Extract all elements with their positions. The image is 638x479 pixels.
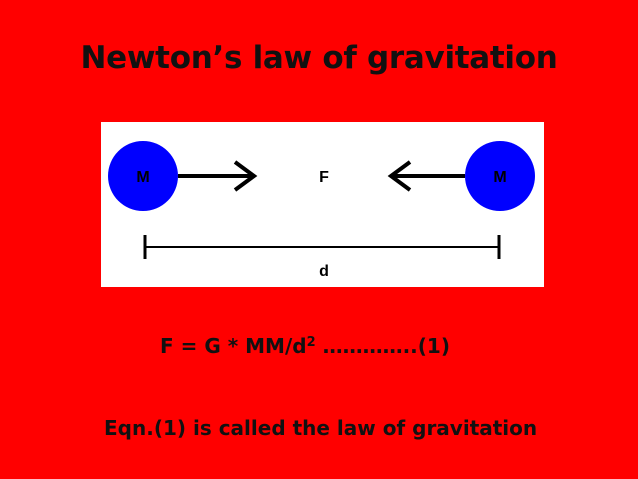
formula-exponent: 2 bbox=[306, 335, 316, 350]
diagram-panel: M M F d bbox=[101, 122, 544, 287]
force-arrow-left bbox=[387, 160, 465, 192]
mass-right-label: M bbox=[493, 169, 506, 186]
gravitation-formula: F = G * MM/d2 …………..(1) bbox=[160, 334, 450, 358]
mass-left-circle bbox=[108, 141, 178, 211]
force-label: F bbox=[319, 169, 329, 186]
mass-right-circle bbox=[465, 141, 535, 211]
force-arrow-right bbox=[178, 160, 258, 192]
slide-title: Newton’s law of gravitation bbox=[80, 40, 558, 76]
formula-suffix: …………..(1) bbox=[315, 334, 450, 358]
distance-label: d bbox=[319, 263, 329, 280]
formula-note: Eqn.(1) is called the law of gravitation bbox=[104, 416, 538, 440]
gravitation-diagram: M M F d bbox=[108, 141, 535, 280]
formula-prefix: F = G * MM/d bbox=[160, 334, 307, 358]
distance-line bbox=[143, 235, 501, 259]
mass-left-label: M bbox=[136, 169, 149, 186]
